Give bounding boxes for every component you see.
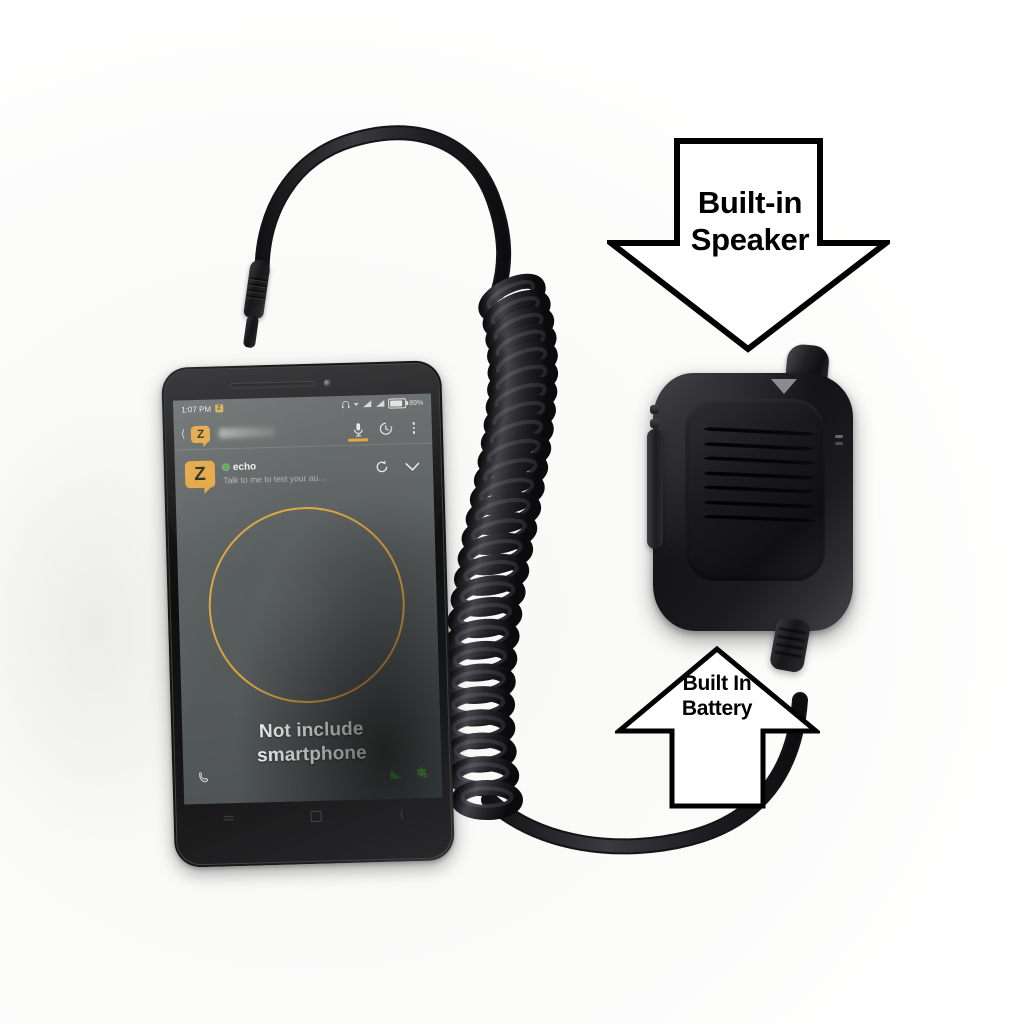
arrow-up-outline-icon — [615, 645, 820, 810]
gear-icon — [416, 766, 428, 777]
signal-triangle-icon — [390, 768, 402, 779]
home-square-icon[interactable] — [310, 810, 323, 822]
annotation-speaker-line-2: Speaker — [690, 221, 810, 257]
settings-button[interactable] — [413, 764, 428, 781]
arrow-down-outline-icon — [607, 137, 890, 353]
phone-call-button[interactable] — [197, 771, 210, 787]
chevron-marker-icon — [771, 379, 797, 394]
annotation-speaker-line-1: Built-in — [697, 185, 803, 220]
speaker-grille-icon — [703, 429, 815, 523]
led-indicator-icon-2 — [835, 442, 843, 445]
speaker-microphone — [645, 343, 865, 674]
grille-slot — [703, 456, 815, 465]
led-indicator-icon — [835, 435, 843, 438]
annotation-speaker-label: Built-in Speaker — [640, 185, 860, 258]
phone-call-icon — [199, 772, 209, 783]
ptt-bar-icon[interactable] — [647, 429, 663, 549]
annotation-battery-line-2: Battery — [681, 696, 753, 720]
grille-slot — [703, 515, 815, 523]
grille-slot — [703, 427, 815, 436]
side-button-1[interactable] — [650, 405, 659, 414]
phone-gloss — [164, 363, 444, 571]
grille-slot — [703, 500, 815, 508]
smartphone: 1:07 PM Z 8 — [161, 360, 455, 868]
grille-slot — [703, 441, 815, 450]
annotation-battery-label: Built In Battery — [632, 672, 802, 722]
nav-back-chevron-icon[interactable]: ⟨ — [399, 807, 404, 821]
menu-icon[interactable] — [223, 815, 234, 821]
screen-bottom-right — [390, 764, 428, 782]
grille-slot — [703, 485, 815, 493]
side-button-2[interactable] — [650, 419, 659, 428]
plug-neck — [242, 315, 260, 349]
phone-screen: 1:07 PM Z 8 — [172, 393, 443, 805]
annotation-battery-line-1: Built In — [682, 672, 752, 695]
grille-slot — [703, 471, 815, 480]
